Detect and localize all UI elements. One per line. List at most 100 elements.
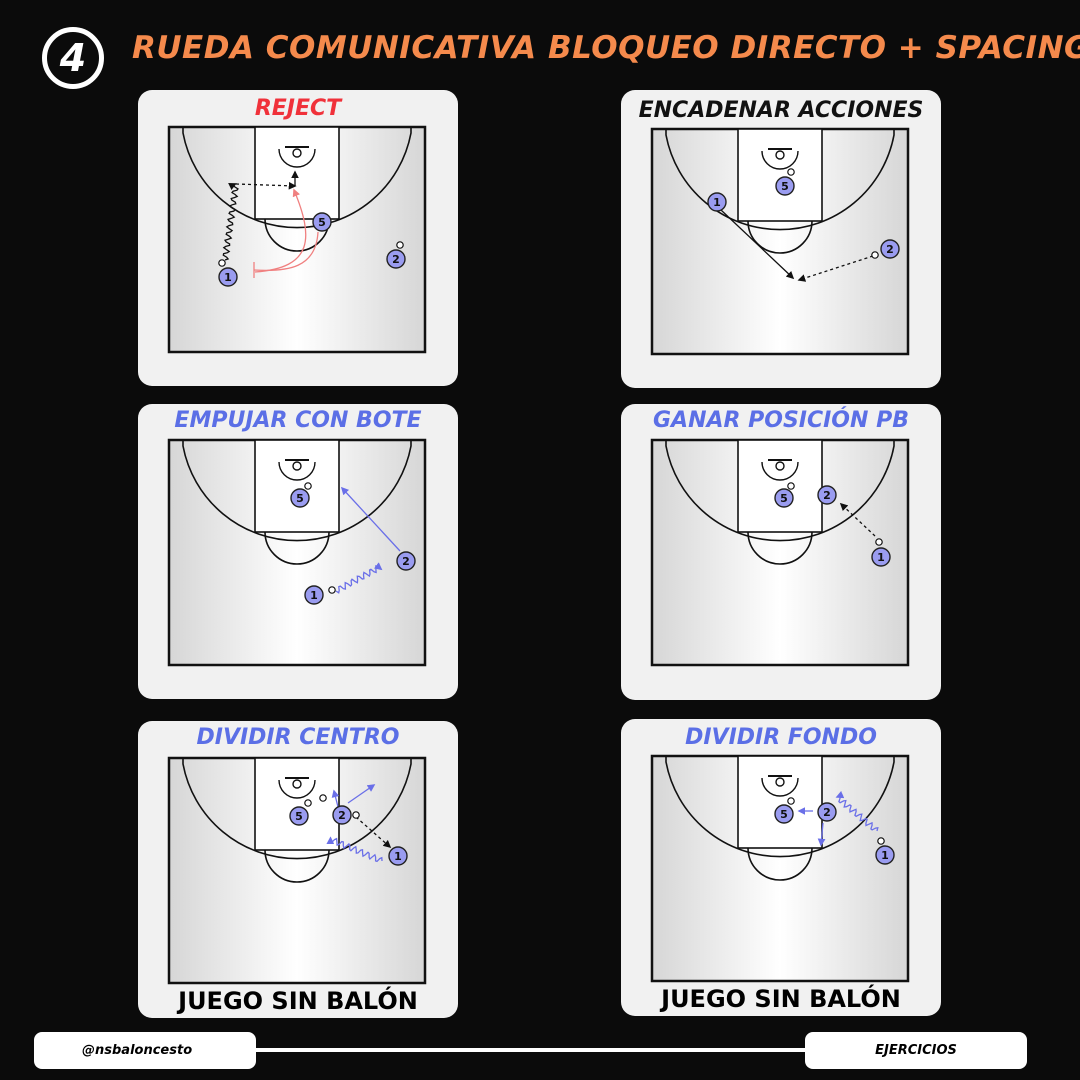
player-token: [290, 488, 310, 508]
ball-marker: [218, 259, 226, 267]
drill-card-ganar-posicion-pb: 5 2 1 GANAR POSICIÓN PB: [621, 404, 941, 700]
player-5: 5: [774, 488, 794, 508]
movement-path: [720, 209, 795, 280]
drill-card-label: EMPUJAR CON BOTE: [174, 408, 422, 433]
screen-path: [253, 231, 319, 272]
ball-marker: [304, 482, 312, 490]
free-throw-circle: [264, 531, 330, 565]
player-number: 5: [295, 810, 303, 823]
section-label: EJERCICIOS: [875, 1043, 957, 1058]
player-token: [312, 212, 332, 232]
movement-path: [222, 182, 239, 261]
three-point-line: [665, 440, 895, 542]
player-number: 5: [296, 492, 304, 505]
player-token: [774, 804, 794, 824]
section-pill[interactable]: EJERCICIOS: [805, 1032, 1027, 1069]
paint-area: [254, 757, 340, 851]
player-number: 1: [394, 850, 402, 863]
player-token: [386, 249, 406, 269]
drill-card-label: REJECT: [254, 96, 342, 121]
player-number: 1: [224, 271, 232, 284]
paint-area: [737, 755, 823, 849]
player-2: 2: [396, 551, 416, 571]
player-token: [289, 806, 309, 826]
player-token: [880, 239, 900, 259]
player-token: [707, 192, 727, 212]
player-2: 2: [880, 239, 900, 259]
player-1: 1: [707, 192, 727, 212]
paint-area: [254, 439, 340, 533]
movement-path: [817, 822, 826, 847]
hoop: [292, 148, 302, 158]
restricted-area: [761, 150, 799, 170]
player-1: 1: [871, 547, 891, 567]
half-court: [650, 127, 910, 356]
player-number: 1: [877, 551, 885, 564]
movement-path: [235, 181, 297, 190]
ball-marker: [787, 797, 795, 805]
player-token: [332, 805, 352, 825]
player-token: [775, 176, 795, 196]
player-5: 5: [775, 176, 795, 196]
free-throw-circle: [264, 849, 330, 883]
player-number: 5: [780, 492, 788, 505]
page-title: RUEDA COMUNICATIVA BLOQUEO DIRECTO + SPA…: [132, 30, 1080, 66]
hoop: [292, 779, 302, 789]
movement-path: [331, 789, 340, 808]
three-point-line: [182, 127, 412, 229]
court-diagram: 5 2 1: [167, 438, 427, 667]
player-token: [388, 846, 408, 866]
three-point-line: [182, 758, 412, 860]
player-number: 5: [781, 180, 789, 193]
ball-marker: [328, 586, 336, 594]
free-throw-circle: [747, 847, 813, 881]
ball-marker: [352, 811, 360, 819]
hoop: [292, 461, 302, 471]
player-2: 2: [332, 805, 352, 825]
court-diagram: 5 2 1: [167, 756, 427, 985]
movement-path: [335, 562, 383, 594]
free-throw-circle: [747, 220, 813, 254]
free-throw-circle: [264, 218, 330, 252]
player-number: 2: [823, 489, 831, 502]
player-1: 1: [875, 845, 895, 865]
ball-marker: [304, 799, 312, 807]
player-2: 2: [817, 802, 837, 822]
player-token: [396, 551, 416, 571]
social-handle-pill[interactable]: @nsbaloncesto: [34, 1032, 256, 1069]
player-number: 1: [713, 196, 721, 209]
player-number: 1: [310, 589, 318, 602]
paint-area: [737, 128, 823, 222]
player-token: [817, 802, 837, 822]
hoop: [775, 777, 785, 787]
half-court: [167, 438, 427, 667]
movement-path: [347, 784, 376, 804]
player-token: [875, 845, 895, 865]
player-2: 2: [817, 485, 837, 505]
hoop: [775, 461, 785, 471]
movement-path: [797, 255, 874, 282]
three-point-line: [182, 440, 412, 542]
drill-card-label: GANAR POSICIÓN PB: [653, 408, 909, 433]
step-number-badge: 4: [42, 27, 104, 89]
player-1: 1: [218, 267, 238, 287]
player-token: [304, 585, 324, 605]
footer-divider: [255, 1048, 807, 1052]
player-2: 2: [386, 249, 406, 269]
player-number: 2: [402, 555, 410, 568]
player-5: 5: [290, 488, 310, 508]
screen-path: [254, 188, 307, 273]
player-5: 5: [289, 806, 309, 826]
movement-path: [839, 502, 876, 537]
half-court: [167, 756, 427, 985]
drill-card-label: DIVIDIR CENTRO: [196, 725, 400, 750]
three-point-line: [665, 756, 895, 858]
player-token: [218, 267, 238, 287]
drill-card-label: DIVIDIR FONDO: [685, 725, 877, 750]
player-number: 2: [338, 809, 346, 822]
player-number: 1: [881, 849, 889, 862]
player-token: [871, 547, 891, 567]
paint-area: [737, 439, 823, 533]
ball-marker: [319, 794, 327, 802]
